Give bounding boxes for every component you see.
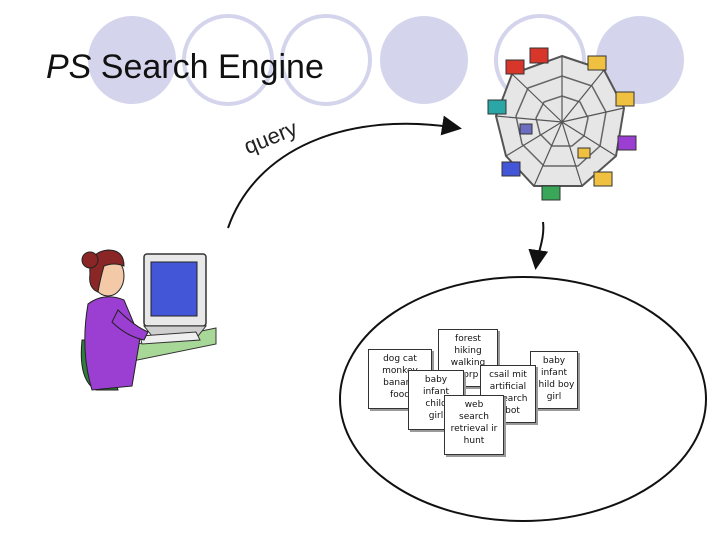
person-at-computer-icon — [80, 249, 217, 391]
document-card: web search retrieval ir hunt — [444, 395, 504, 455]
title-rest: Search Engine — [91, 48, 324, 86]
web-of-computers-icon — [487, 47, 637, 201]
slide-title: PS Search Engine — [46, 48, 324, 87]
document-card: csail mit artificial research robot — [480, 365, 536, 423]
title-prefix: PS — [46, 48, 92, 86]
document-card: baby infant child boy girl — [530, 351, 578, 409]
